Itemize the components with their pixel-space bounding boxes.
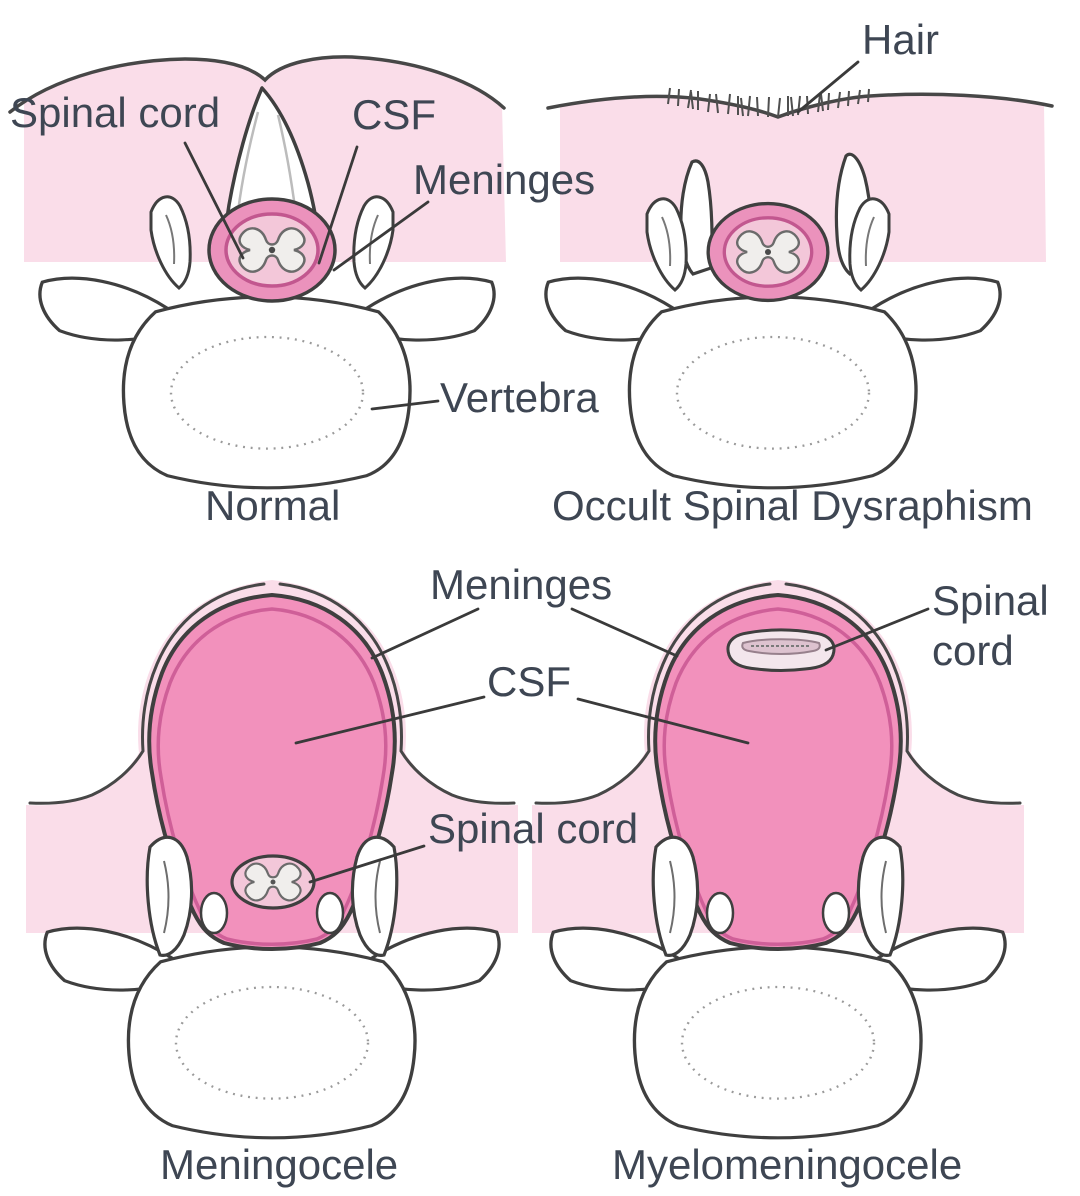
label-spinal-cord-meningocele: Spinal cord — [428, 805, 639, 852]
leader-lines — [183, 60, 930, 884]
label-spinal-cord-normal: Spinal cord — [10, 89, 221, 136]
leader-csf-left — [294, 695, 486, 745]
label-csf-bottom: CSF — [487, 658, 571, 705]
caption-meningocele: Meningocele — [160, 1141, 399, 1188]
leader-vertebra-normal — [370, 399, 440, 411]
exposed-spinal-cord-plate — [726, 628, 836, 672]
leader-hair-occult — [796, 60, 860, 114]
leader-meninges-right — [570, 607, 679, 658]
label-meninges-normal: Meninges — [413, 156, 596, 203]
caption-occult: Occult Spinal Dysraphism — [552, 482, 1033, 529]
leader-csf-right — [576, 697, 750, 745]
leader-meninges-left — [370, 607, 480, 660]
leader-csf-normal — [317, 145, 359, 265]
label-csf-normal: CSF — [352, 91, 436, 138]
label-vertebra-normal: Vertebra — [440, 374, 599, 421]
label-hair-occult: Hair — [862, 16, 940, 63]
label-spinal-cord-myelomeningocele: Spinal cord — [932, 577, 1049, 674]
leader-spinal-cord-br — [824, 607, 930, 652]
leader-meninges-normal — [332, 200, 430, 272]
spinal-cord-in-canal — [230, 854, 316, 910]
panel-normal-illustration — [8, 55, 506, 488]
caption-normal: Normal — [205, 482, 341, 529]
panel-meningocele-illustration — [24, 578, 520, 1138]
leader-spinal-cord-normal — [183, 141, 245, 260]
skin-surface-line — [8, 55, 506, 114]
leader-spinal-cord-bl — [308, 844, 426, 884]
hair-tuft — [667, 87, 870, 118]
panel-occult-illustration — [546, 87, 1054, 488]
label-meninges-bottom: Meninges — [430, 561, 613, 608]
caption-myelomeningocele: Myelomeningocele — [612, 1141, 963, 1188]
panel-myelomeningocele-illustration — [530, 578, 1026, 1138]
